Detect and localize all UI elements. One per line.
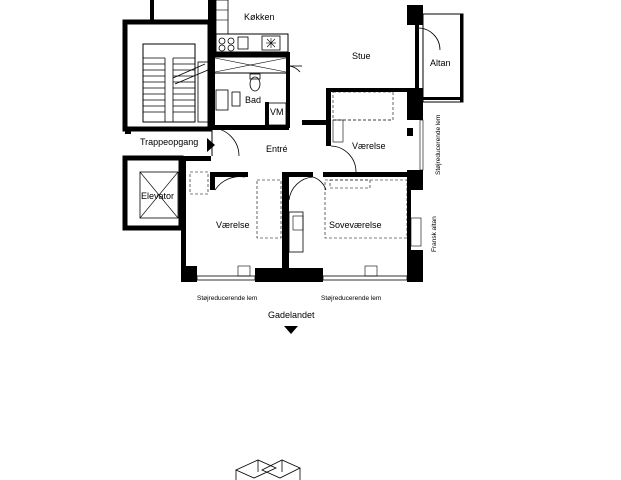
label-balcony: Altan xyxy=(430,58,451,68)
label-entry: Entré xyxy=(266,144,288,154)
label-noise-vertical: Støjreducerende lem xyxy=(435,115,442,175)
label-french-balcony: Fransk altan xyxy=(431,216,438,252)
label-elevator: Elevator xyxy=(141,191,174,201)
kitchen-area xyxy=(212,0,289,55)
lower-walls xyxy=(181,120,423,282)
label-room-right: Værelse xyxy=(352,141,386,151)
label-noise-left: Støjreducerende lem xyxy=(197,295,257,302)
bathroom xyxy=(210,52,302,130)
room-right xyxy=(326,88,410,177)
label-living: Stue xyxy=(352,51,371,61)
label-stairs: Trappeopgang xyxy=(140,137,198,147)
label-bedroom: Soveværelse xyxy=(329,220,382,230)
street-arrow xyxy=(284,326,298,334)
label-bath: Bad xyxy=(245,95,261,105)
label-kitchen: Køkken xyxy=(244,12,275,22)
balcony xyxy=(422,13,464,103)
stairwell xyxy=(122,0,213,132)
label-street: Gadelandet xyxy=(268,310,315,320)
label-noise-right: Støjreducerende lem xyxy=(321,295,381,302)
label-washer: VM xyxy=(270,107,284,117)
entrance xyxy=(125,127,240,161)
lower-room-fixtures xyxy=(189,171,408,277)
building-key-icon xyxy=(235,459,301,480)
label-room-left: Værelse xyxy=(216,220,250,230)
